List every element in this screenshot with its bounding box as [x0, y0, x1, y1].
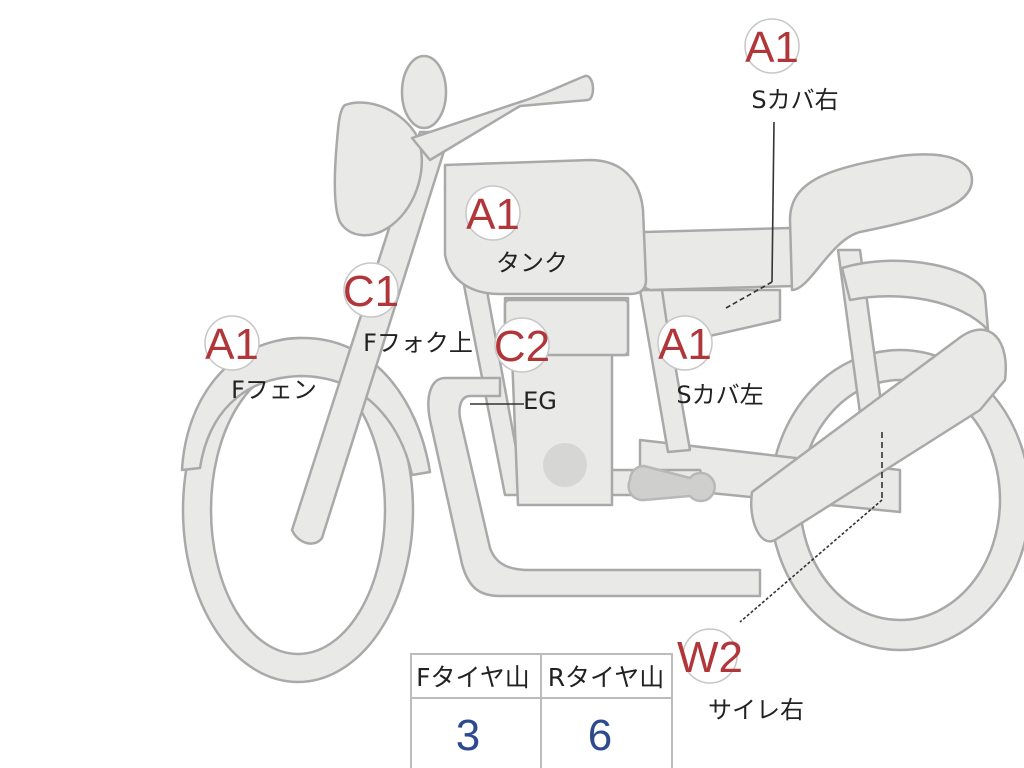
tire-tread-table: Fタイヤ山 Rタイヤ山 3 6: [410, 653, 673, 768]
rear-tread-header: Rタイヤ山: [548, 663, 665, 692]
callout-s-cover-left: A1 Sカバ左: [657, 315, 764, 409]
callout-engine: C2 EG: [494, 317, 557, 415]
headlight: [333, 101, 424, 237]
badge: [657, 315, 713, 371]
grade-label: A1: [205, 320, 259, 369]
handlebar: [410, 74, 595, 162]
grade-label: A1: [745, 23, 799, 72]
engine-cover: [543, 443, 587, 487]
part-label: Fフォク上: [363, 329, 473, 357]
badge: [494, 317, 550, 373]
muffler: [749, 328, 1008, 543]
rear-fender: [840, 259, 990, 332]
front-tread-value: 3: [456, 711, 480, 760]
rear-tread-value: 6: [588, 711, 612, 760]
part-label: Fフェン: [231, 376, 317, 404]
badge: [682, 628, 738, 684]
part-label: サイレ右: [708, 696, 804, 724]
grade-label: W2: [677, 633, 743, 682]
grade-label: A1: [466, 190, 520, 239]
badge: [744, 18, 800, 74]
exhaust-pipe: [427, 376, 762, 598]
callout-side-right: W2 サイレ右: [677, 628, 804, 724]
seat: [788, 153, 974, 292]
callout-front-fork: C1 Fフォク上: [343, 262, 473, 357]
badge: [204, 315, 260, 371]
footrest: [627, 464, 716, 503]
mirror: [400, 54, 448, 130]
rear-wheel: [768, 348, 1024, 652]
grade-label: C1: [343, 267, 399, 316]
grade-label: C2: [494, 322, 550, 371]
callout-tank: A1 タンク: [465, 185, 568, 277]
callout-front-fender: A1 Fフェン: [204, 315, 317, 404]
leader-lines: [470, 121, 883, 623]
part-label: Sカバ右: [751, 86, 838, 114]
front-tread-header: Fタイヤ山: [416, 663, 530, 692]
part-label: タンク: [496, 249, 568, 277]
callout-s-cover-right: A1 Sカバ右: [744, 18, 839, 114]
motorcycle-silhouette: [180, 54, 1024, 684]
grade-label: A1: [658, 320, 712, 369]
badge: [343, 262, 399, 318]
part-label: EG: [523, 387, 557, 415]
part-label: Sカバ左: [676, 381, 763, 409]
front-fork: [290, 130, 452, 545]
seat-base: [636, 226, 803, 292]
badge: [465, 185, 521, 241]
